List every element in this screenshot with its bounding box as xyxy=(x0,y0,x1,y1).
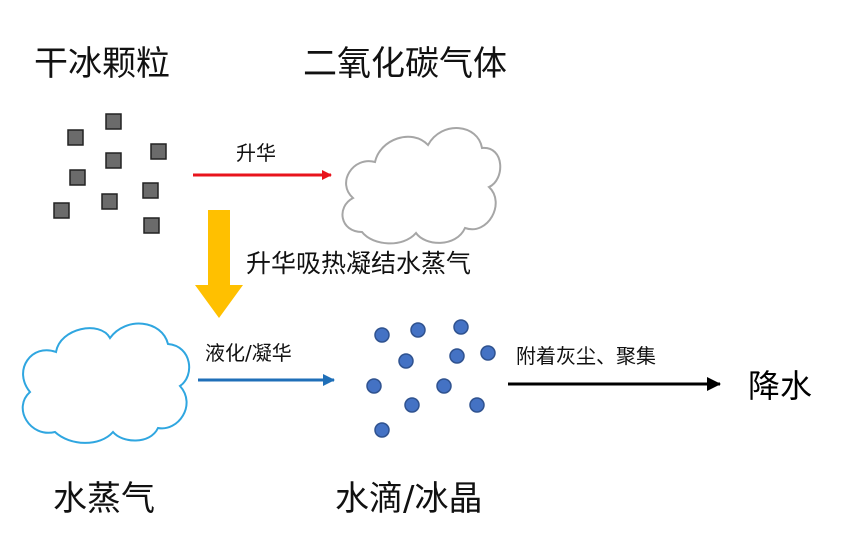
droplet xyxy=(366,378,382,394)
droplets-label: 水滴/冰晶 xyxy=(335,479,482,519)
droplet xyxy=(469,397,485,413)
droplet xyxy=(398,353,414,369)
droplet xyxy=(436,378,452,394)
liquefy-label: 液化/凝华 xyxy=(205,341,292,365)
attach-dust-label: 附着灰尘、聚集 xyxy=(516,344,656,368)
co2-gas-label: 二氧化碳气体 xyxy=(303,44,507,84)
dry-ice-particle xyxy=(53,202,70,219)
sublimation-label: 升华 xyxy=(236,141,276,165)
dry-ice-particle xyxy=(142,182,159,199)
down-arrow xyxy=(195,210,243,318)
dry-ice-particle xyxy=(105,113,122,130)
water-vapor-cloud-icon xyxy=(21,322,191,444)
dry-ice-particle xyxy=(101,193,118,210)
dry-ice-label: 干冰颗粒 xyxy=(34,44,170,84)
dry-ice-particle xyxy=(143,217,160,234)
dry-ice-particle xyxy=(67,129,84,146)
dry-ice-particle xyxy=(105,152,122,169)
droplet xyxy=(374,422,390,438)
water-vapor-label: 水蒸气 xyxy=(53,479,155,519)
droplet xyxy=(410,322,426,338)
droplet xyxy=(449,348,465,364)
absorb-condense-label: 升华吸热凝结水蒸气 xyxy=(246,249,471,278)
droplet xyxy=(404,397,420,413)
dry-ice-particle xyxy=(150,143,167,160)
droplet xyxy=(453,319,469,335)
droplet xyxy=(374,327,390,343)
dry-ice-particles xyxy=(53,113,167,234)
co2-cloud-icon xyxy=(341,127,502,245)
precipitation-label: 降水 xyxy=(748,367,812,405)
droplets xyxy=(366,319,496,438)
droplet xyxy=(480,345,496,361)
dry-ice-particle xyxy=(69,169,86,186)
